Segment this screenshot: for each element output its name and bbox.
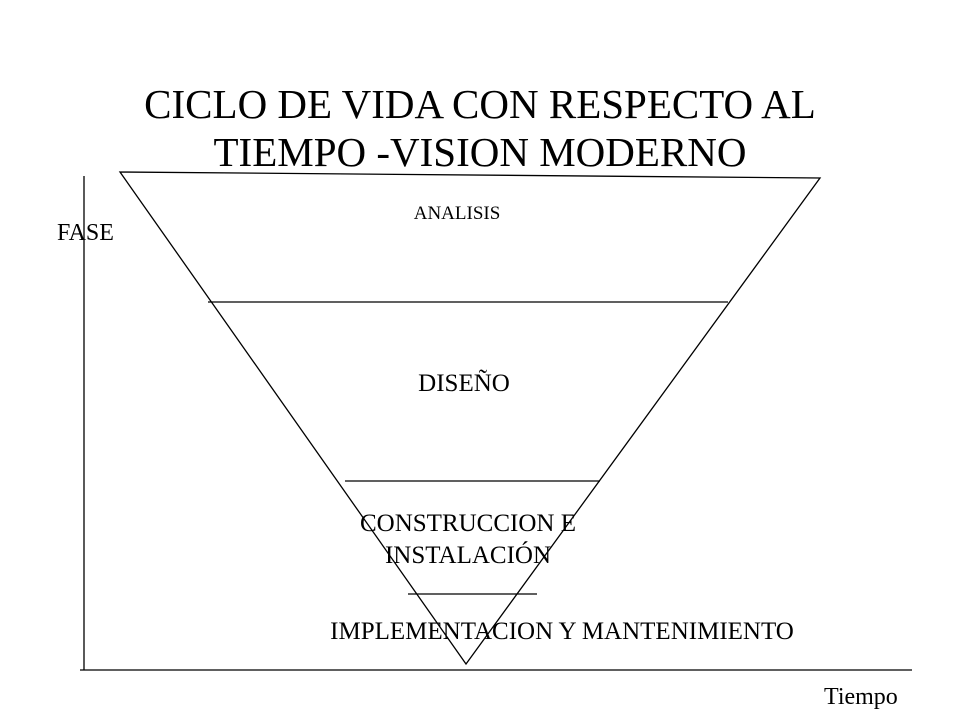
phase-label-diseno: DISEÑO [364, 370, 564, 399]
phase-label-construccion: CONSTRUCCION E INSTALACIÓN [318, 508, 618, 572]
phase-label-analisis: ANALISIS [357, 203, 557, 225]
title-line-1: CICLO DE VIDA CON RESPECTO AL [144, 81, 816, 127]
title-line-2: TIEMPO -VISION MODERNO [213, 129, 747, 175]
phase-label-analisis-line-1: ANALISIS [413, 203, 501, 224]
y-axis-label: FASE [57, 220, 114, 246]
inverted-triangle [118, 171, 822, 666]
x-axis-label: Tiempo [824, 684, 898, 710]
phase-label-implementacion: IMPLEMENTACION Y MANTENIMIENTO [262, 618, 862, 647]
page-title: CICLO DE VIDA CON RESPECTO AL TIEMPO -VI… [80, 80, 880, 176]
phase-label-construccion-line-1: CONSTRUCCION E [360, 510, 576, 537]
phase-label-diseno-line-1: DISEÑO [418, 370, 510, 397]
phase-label-construccion-line-2: INSTALACIÓN [384, 542, 552, 569]
phase-label-implementacion-line-1: IMPLEMENTACION Y MANTENIMIENTO [330, 618, 794, 645]
